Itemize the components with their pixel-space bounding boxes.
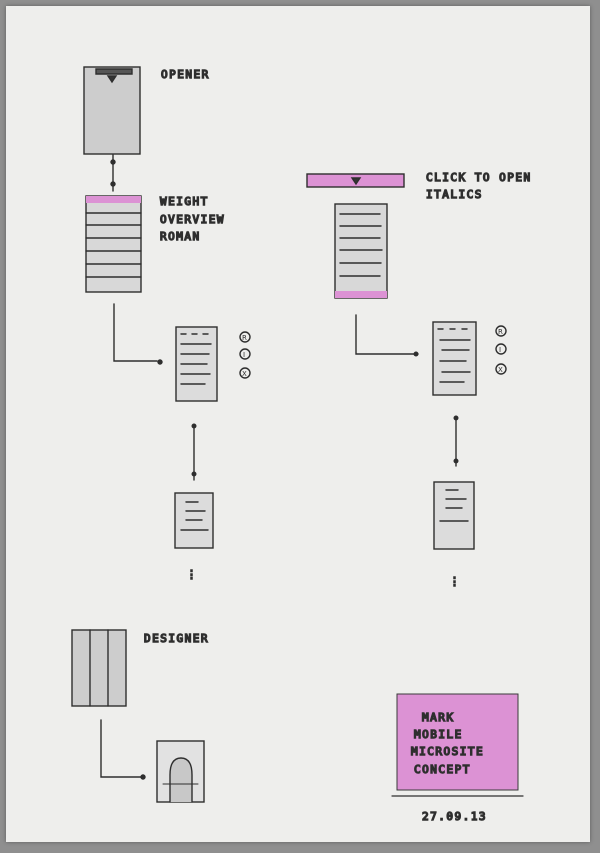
close-icon[interactable]: X — [239, 367, 251, 379]
svg-text:X: X — [242, 370, 247, 378]
concept-date: 27.09.13 — [422, 810, 487, 823]
weight-overview-screen — [85, 195, 142, 293]
continuation-dots: ⋮ — [186, 568, 199, 581]
roman-button-icon[interactable]: R — [239, 331, 251, 343]
right-detail-screen — [432, 321, 477, 396]
connector — [113, 303, 158, 362]
svg-text:I: I — [499, 346, 501, 354]
svg-text:X: X — [498, 366, 503, 374]
italics-toggle-bar[interactable] — [306, 173, 405, 188]
svg-text:R: R — [242, 334, 247, 342]
right-weight-buttons: R I X — [495, 325, 507, 375]
designer-screen — [71, 629, 127, 707]
concept-line4: CONCEPT — [414, 763, 471, 776]
roman-button-icon[interactable]: R — [495, 325, 507, 337]
concept-line3: MICROSITE — [411, 745, 484, 758]
connector — [355, 314, 419, 355]
svg-text:I: I — [243, 351, 245, 359]
weight-label-line3: ROMAN — [160, 230, 201, 243]
click-label-line1: CLICK TO OPEN — [426, 171, 532, 184]
left-sub-screen — [174, 492, 214, 549]
concept-line1: MARK — [422, 711, 455, 724]
click-label-line2: ITALICS — [426, 188, 483, 201]
right-sub-screen — [433, 481, 475, 550]
left-weight-buttons: R I X — [239, 331, 251, 379]
designer-portrait-screen — [156, 740, 205, 803]
continuation-dots: ⋮ — [449, 575, 462, 588]
italics-overview-screen — [334, 203, 388, 299]
connector — [100, 719, 142, 778]
left-detail-screen — [175, 326, 218, 402]
concept-note — [391, 693, 524, 797]
weight-label-line2: OVERVIEW — [160, 213, 225, 226]
opener-screen — [83, 66, 141, 155]
close-icon[interactable]: X — [495, 363, 507, 375]
weight-label-line1: WEIGHT — [160, 195, 209, 208]
italic-button-icon[interactable]: I — [239, 348, 251, 360]
italic-button-icon[interactable]: I — [495, 343, 507, 355]
svg-text:R: R — [498, 328, 503, 336]
designer-label: DESIGNER — [144, 632, 209, 645]
concept-line2: MOBILE — [414, 728, 463, 741]
opener-label: OPENER — [161, 68, 210, 81]
